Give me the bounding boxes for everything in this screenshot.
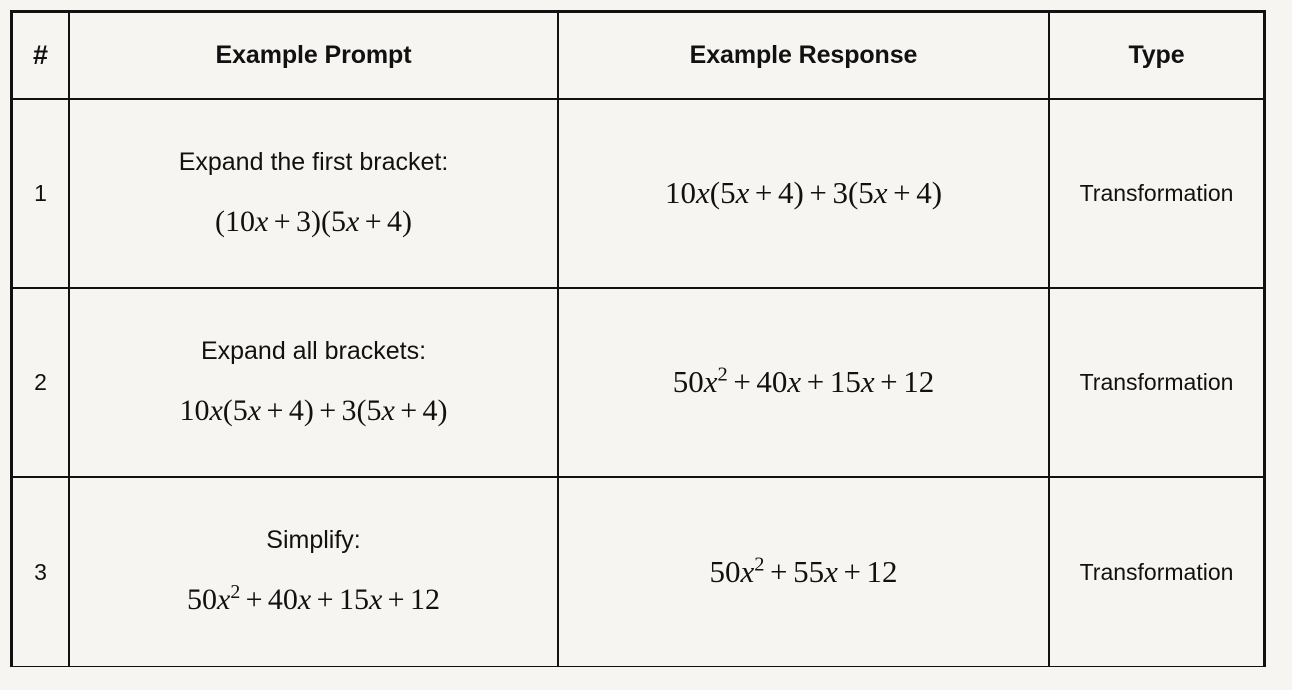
prompt-cell: Simplify: 50x2+40x+15x+12 [69, 477, 559, 666]
type-cell: Transformation [1049, 288, 1263, 478]
type-cell: Transformation [1049, 477, 1263, 666]
prompt-label: Expand the first bracket: [178, 147, 449, 176]
table-body: 1 Expand the first bracket: (10x+3)(5x+4… [13, 99, 1263, 666]
column-header-example-prompt: Example Prompt [69, 13, 559, 100]
response-cell: 50x2+40x+15x+12 [558, 288, 1050, 478]
row-number: 2 [13, 288, 70, 478]
table-row: 3 Simplify: 50x2+40x+15x+12 50x2+55x+12 … [13, 477, 1263, 666]
response-expression: 50x2+40x+15x+12 [672, 363, 935, 400]
examples-table-container: # Example Prompt Example Response Type 1… [10, 10, 1266, 667]
table-row: 2 Expand all brackets: 10x(5x+4)+3(5x+4)… [13, 288, 1263, 478]
prompt-expression: 10x(5x+4)+3(5x+4) [179, 393, 448, 427]
examples-table: # Example Prompt Example Response Type 1… [13, 13, 1263, 666]
column-header-number: # [13, 13, 70, 100]
table-header: # Example Prompt Example Response Type [13, 13, 1263, 100]
prompt-expression: (10x+3)(5x+4) [214, 204, 413, 238]
response-cell: 10x(5x+4)+3(5x+4) [558, 99, 1050, 289]
header-row: # Example Prompt Example Response Type [13, 13, 1263, 100]
response-expression: 10x(5x+4)+3(5x+4) [664, 175, 943, 211]
response-cell: 50x2+55x+12 [558, 477, 1050, 666]
type-cell: Transformation [1049, 99, 1263, 289]
prompt-label: Expand all brackets: [200, 336, 427, 365]
column-header-type: Type [1049, 13, 1263, 100]
response-expression: 50x2+55x+12 [709, 553, 898, 589]
table-row: 1 Expand the first bracket: (10x+3)(5x+4… [13, 99, 1263, 289]
row-number: 1 [13, 99, 70, 289]
prompt-label: Simplify: [266, 526, 361, 555]
prompt-expression: 50x2+40x+15x+12 [187, 581, 440, 617]
column-header-example-response: Example Response [558, 13, 1050, 100]
prompt-cell: Expand all brackets: 10x(5x+4)+3(5x+4) [69, 288, 559, 478]
row-number: 3 [13, 477, 70, 666]
prompt-cell: Expand the first bracket: (10x+3)(5x+4) [69, 99, 559, 289]
